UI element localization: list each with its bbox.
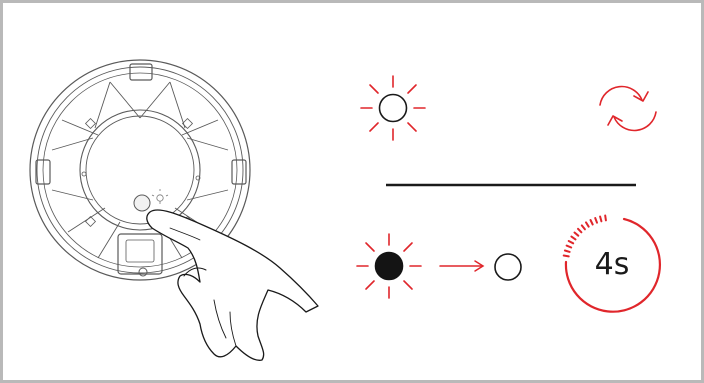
device-outer-rim (29, 59, 251, 281)
bulb-icon (151, 189, 169, 204)
light-off-circle (378, 93, 408, 123)
timer-tick (585, 221, 590, 228)
timer-tick (565, 244, 573, 249)
timer-tick (573, 231, 580, 237)
device-clip-bottom (117, 233, 163, 275)
blink-rays-icon (356, 233, 422, 299)
timer-tick (580, 224, 586, 231)
device-center-module (79, 109, 201, 231)
timer-tick (577, 227, 583, 234)
arrow-right-icon (439, 260, 485, 272)
timer-arc (564, 217, 662, 313)
light-off-blinking-indicator (360, 75, 426, 141)
timer-icon (562, 214, 662, 313)
light-on-circle (374, 251, 404, 281)
timer-tick (563, 249, 571, 253)
timer-label: 4s (594, 247, 630, 282)
device-illustration (29, 59, 251, 281)
timer-ticks (562, 214, 607, 258)
refresh-icon (599, 85, 657, 132)
light-on-blinking-indicator (356, 233, 422, 299)
timer-tick (589, 219, 594, 226)
device-clip-top (129, 63, 153, 81)
device-clip-left (35, 159, 51, 185)
device-clip-right (231, 159, 247, 185)
timer-tick (604, 214, 607, 222)
blink-rays-icon (360, 75, 426, 141)
timer-tick (562, 254, 570, 258)
timer-tick (567, 240, 575, 245)
light-off-result-circle (494, 253, 522, 281)
timer-tick (570, 235, 577, 241)
hand-icon (146, 209, 319, 361)
timer-tick (599, 215, 603, 223)
device-button[interactable] (133, 194, 151, 212)
timer-tick (594, 217, 598, 224)
device-spokes (51, 81, 229, 259)
